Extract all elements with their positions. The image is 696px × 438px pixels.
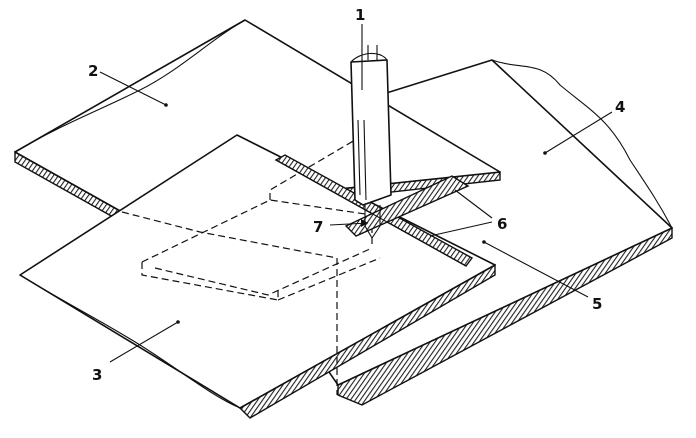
leader-lines	[99, 24, 613, 363]
label-7: 7	[313, 218, 323, 236]
weld-grooves	[274, 154, 474, 267]
electrode-tool	[350, 45, 392, 240]
hidden-lines	[121, 139, 381, 395]
label-6: 6	[497, 215, 507, 233]
label-5: 5	[592, 295, 602, 313]
plate-3	[19, 134, 496, 419]
label-1: 1	[355, 6, 365, 24]
label-2: 2	[88, 62, 98, 80]
label-4: 4	[615, 98, 625, 116]
label-3: 3	[92, 366, 102, 384]
